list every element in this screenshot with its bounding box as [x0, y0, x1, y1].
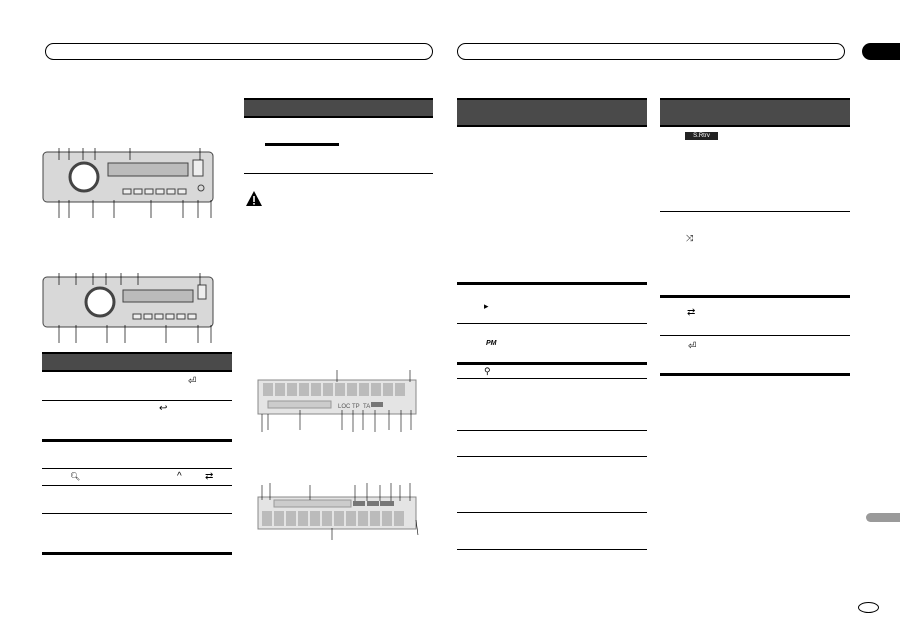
section-header	[244, 98, 433, 118]
input-icon: ⏎	[688, 341, 697, 352]
divider	[660, 211, 850, 212]
right-page-header	[457, 43, 845, 60]
divider	[660, 295, 850, 298]
divider	[42, 485, 232, 486]
divider	[42, 552, 232, 555]
divider	[42, 468, 232, 469]
head-unit-1	[42, 151, 214, 203]
shuffle-icon: ⤨	[686, 233, 694, 243]
divider	[42, 439, 232, 442]
section-header	[457, 98, 647, 127]
divider	[244, 173, 433, 174]
up-caret-icon: ^	[177, 471, 182, 482]
language-tab	[866, 513, 900, 522]
repeat-icon: ⇄	[205, 471, 214, 482]
warning-triangle-icon	[246, 191, 262, 206]
divider	[457, 512, 647, 513]
search-icon: ⚲	[484, 366, 491, 376]
loc-indicator: LOC	[338, 404, 351, 410]
buttons-table-header	[42, 352, 232, 372]
divider	[660, 373, 850, 376]
divider	[457, 430, 647, 431]
sound-retriever-indicator: S.Rtrv	[685, 132, 718, 140]
repeat-icon: ⇄	[687, 307, 696, 318]
divider	[660, 335, 850, 336]
divider	[457, 323, 647, 324]
tp-indicator: TP	[352, 404, 360, 410]
display-2	[257, 483, 419, 540]
head-unit-2	[42, 276, 214, 328]
head-unit-diagrams	[42, 148, 214, 343]
pm-indicator: PM	[486, 340, 497, 347]
sub-heading-rule	[265, 143, 339, 146]
return-icon: ↩	[159, 403, 168, 414]
divider	[457, 378, 647, 379]
divider	[457, 549, 647, 550]
divider	[42, 513, 232, 514]
display-1: LOC TP TA	[257, 370, 417, 432]
divider	[457, 282, 647, 285]
display-diagrams: LOC TP TA	[257, 370, 419, 540]
play-icon: ▸	[484, 301, 489, 311]
divider	[457, 362, 647, 365]
input-icon: ⏎	[188, 376, 197, 387]
divider	[457, 456, 647, 457]
left-page-header	[45, 43, 433, 60]
divider	[42, 400, 232, 401]
section-tab	[862, 43, 900, 60]
ta-indicator: TA	[363, 404, 370, 410]
page-number-oval	[858, 602, 879, 613]
search-icon: 🔍︎	[70, 472, 81, 481]
section-header	[660, 98, 850, 127]
